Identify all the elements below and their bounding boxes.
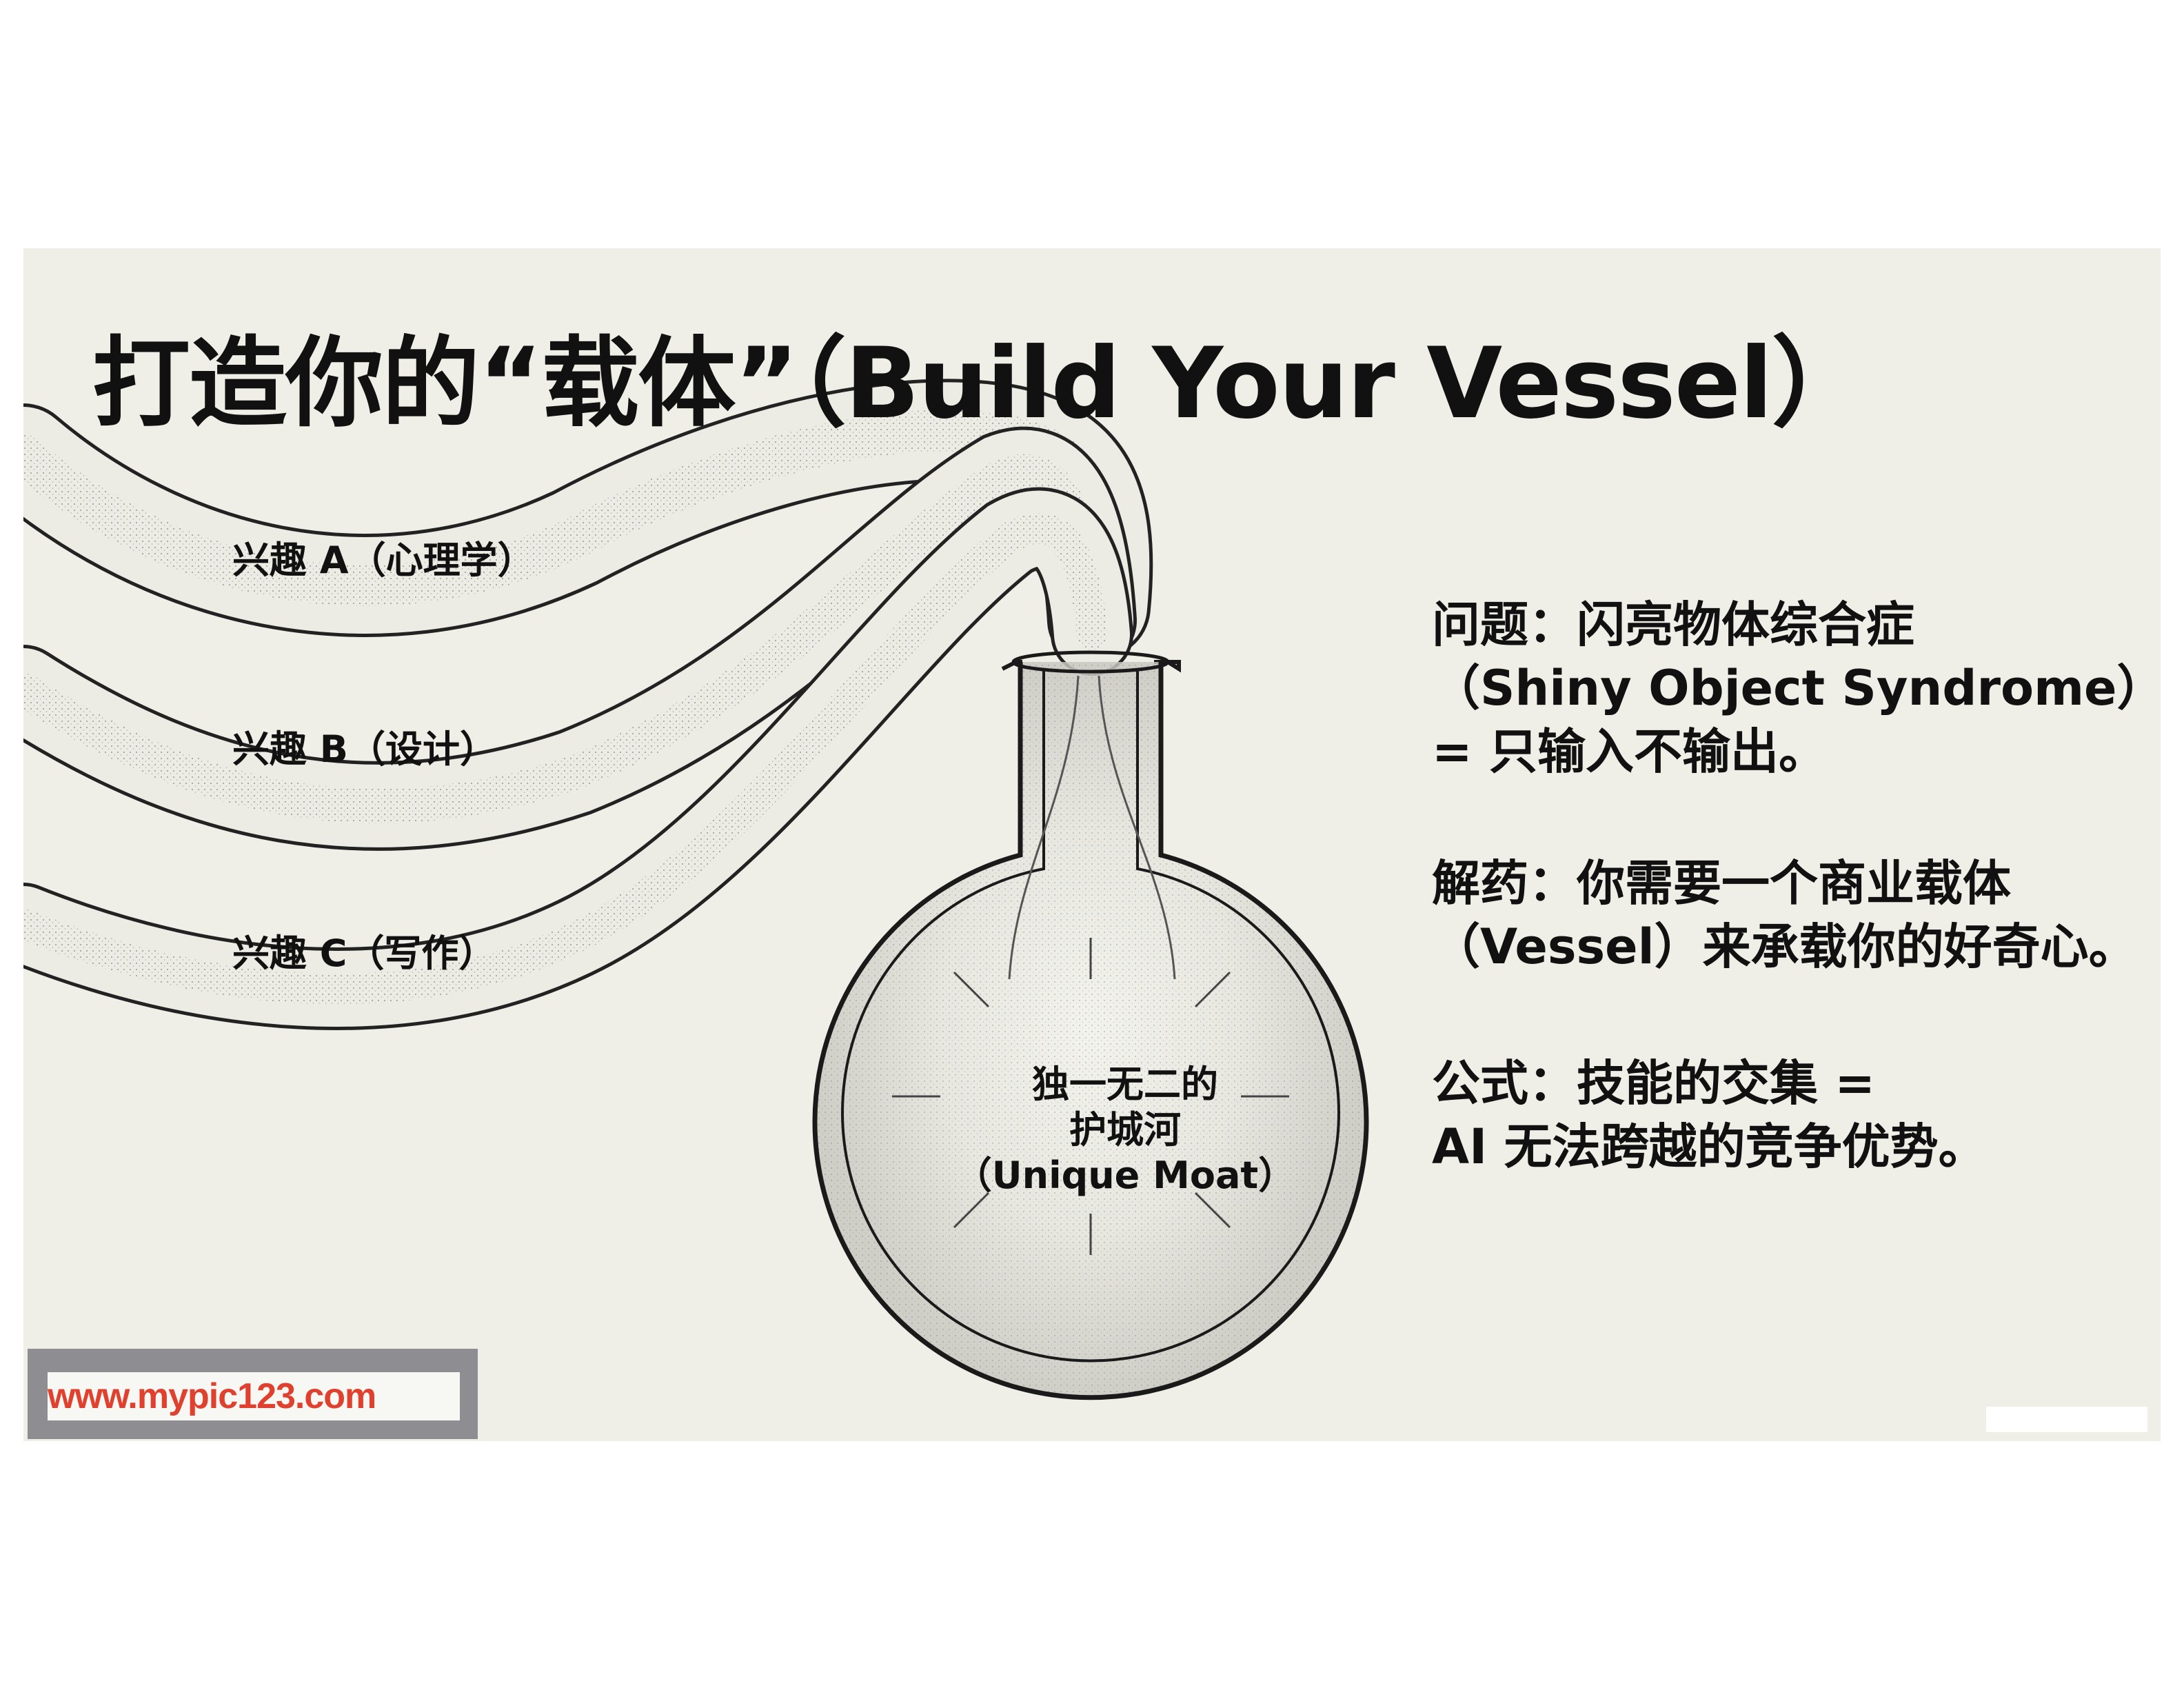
stream-b xyxy=(23,426,1137,851)
problem-block: 问题：闪亮物体综合症 （Shiny Object Syndrome） = 只输入… xyxy=(1432,593,2161,783)
stream-label-b: 兴趣 B（设计） xyxy=(232,727,497,771)
slide: 打造你的“载体”（Build Your Vessel） 兴趣 A（心理学） 兴趣… xyxy=(23,248,2161,1441)
remedy-block: 解药：你需要一个商业载体 （Vessel）来承载你的好奇心。 xyxy=(1432,852,2137,978)
problem-line-2: （Shiny Object Syndrome） xyxy=(1432,660,2161,716)
white-patch xyxy=(1986,1407,2147,1432)
stream-c xyxy=(23,487,1133,1030)
remedy-line-2: （Vessel）来承载你的好奇心。 xyxy=(1432,918,2137,975)
moat-line-3: （Unique Moat） xyxy=(954,1154,1296,1197)
vessel-illustration xyxy=(23,379,1369,1400)
unique-moat-label: 独一无二的 护城河 （Unique Moat） xyxy=(953,1062,1297,1198)
slide-title: 打造你的“载体”（Build Your Vessel） xyxy=(92,327,1870,441)
moat-line-1: 独一无二的 xyxy=(1032,1063,1218,1106)
formula-block: 公式：技能的交集 = AI 无法跨越的竞争优势。 xyxy=(1432,1052,1987,1178)
stream-label-c: 兴趣 C（写作） xyxy=(232,932,496,975)
moat-line-2: 护城河 xyxy=(1069,1108,1181,1152)
flask xyxy=(812,650,1369,1400)
formula-line-2: AI 无法跨越的竞争优势。 xyxy=(1432,1118,1987,1175)
problem-line-3: = 只输入不输出。 xyxy=(1432,723,1828,780)
watermark-frame: www.mypic123.com xyxy=(28,1349,478,1439)
problem-line-1: 问题：闪亮物体综合症 xyxy=(1432,596,1914,653)
stream-label-a: 兴趣 A（心理学） xyxy=(232,539,535,582)
formula-line-1: 公式：技能的交集 = xyxy=(1432,1055,1876,1112)
burst-rays xyxy=(892,938,1289,1255)
remedy-line-1: 解药：你需要一个商业载体 xyxy=(1432,855,2011,912)
watermark-text: www.mypic123.com xyxy=(48,1372,460,1420)
